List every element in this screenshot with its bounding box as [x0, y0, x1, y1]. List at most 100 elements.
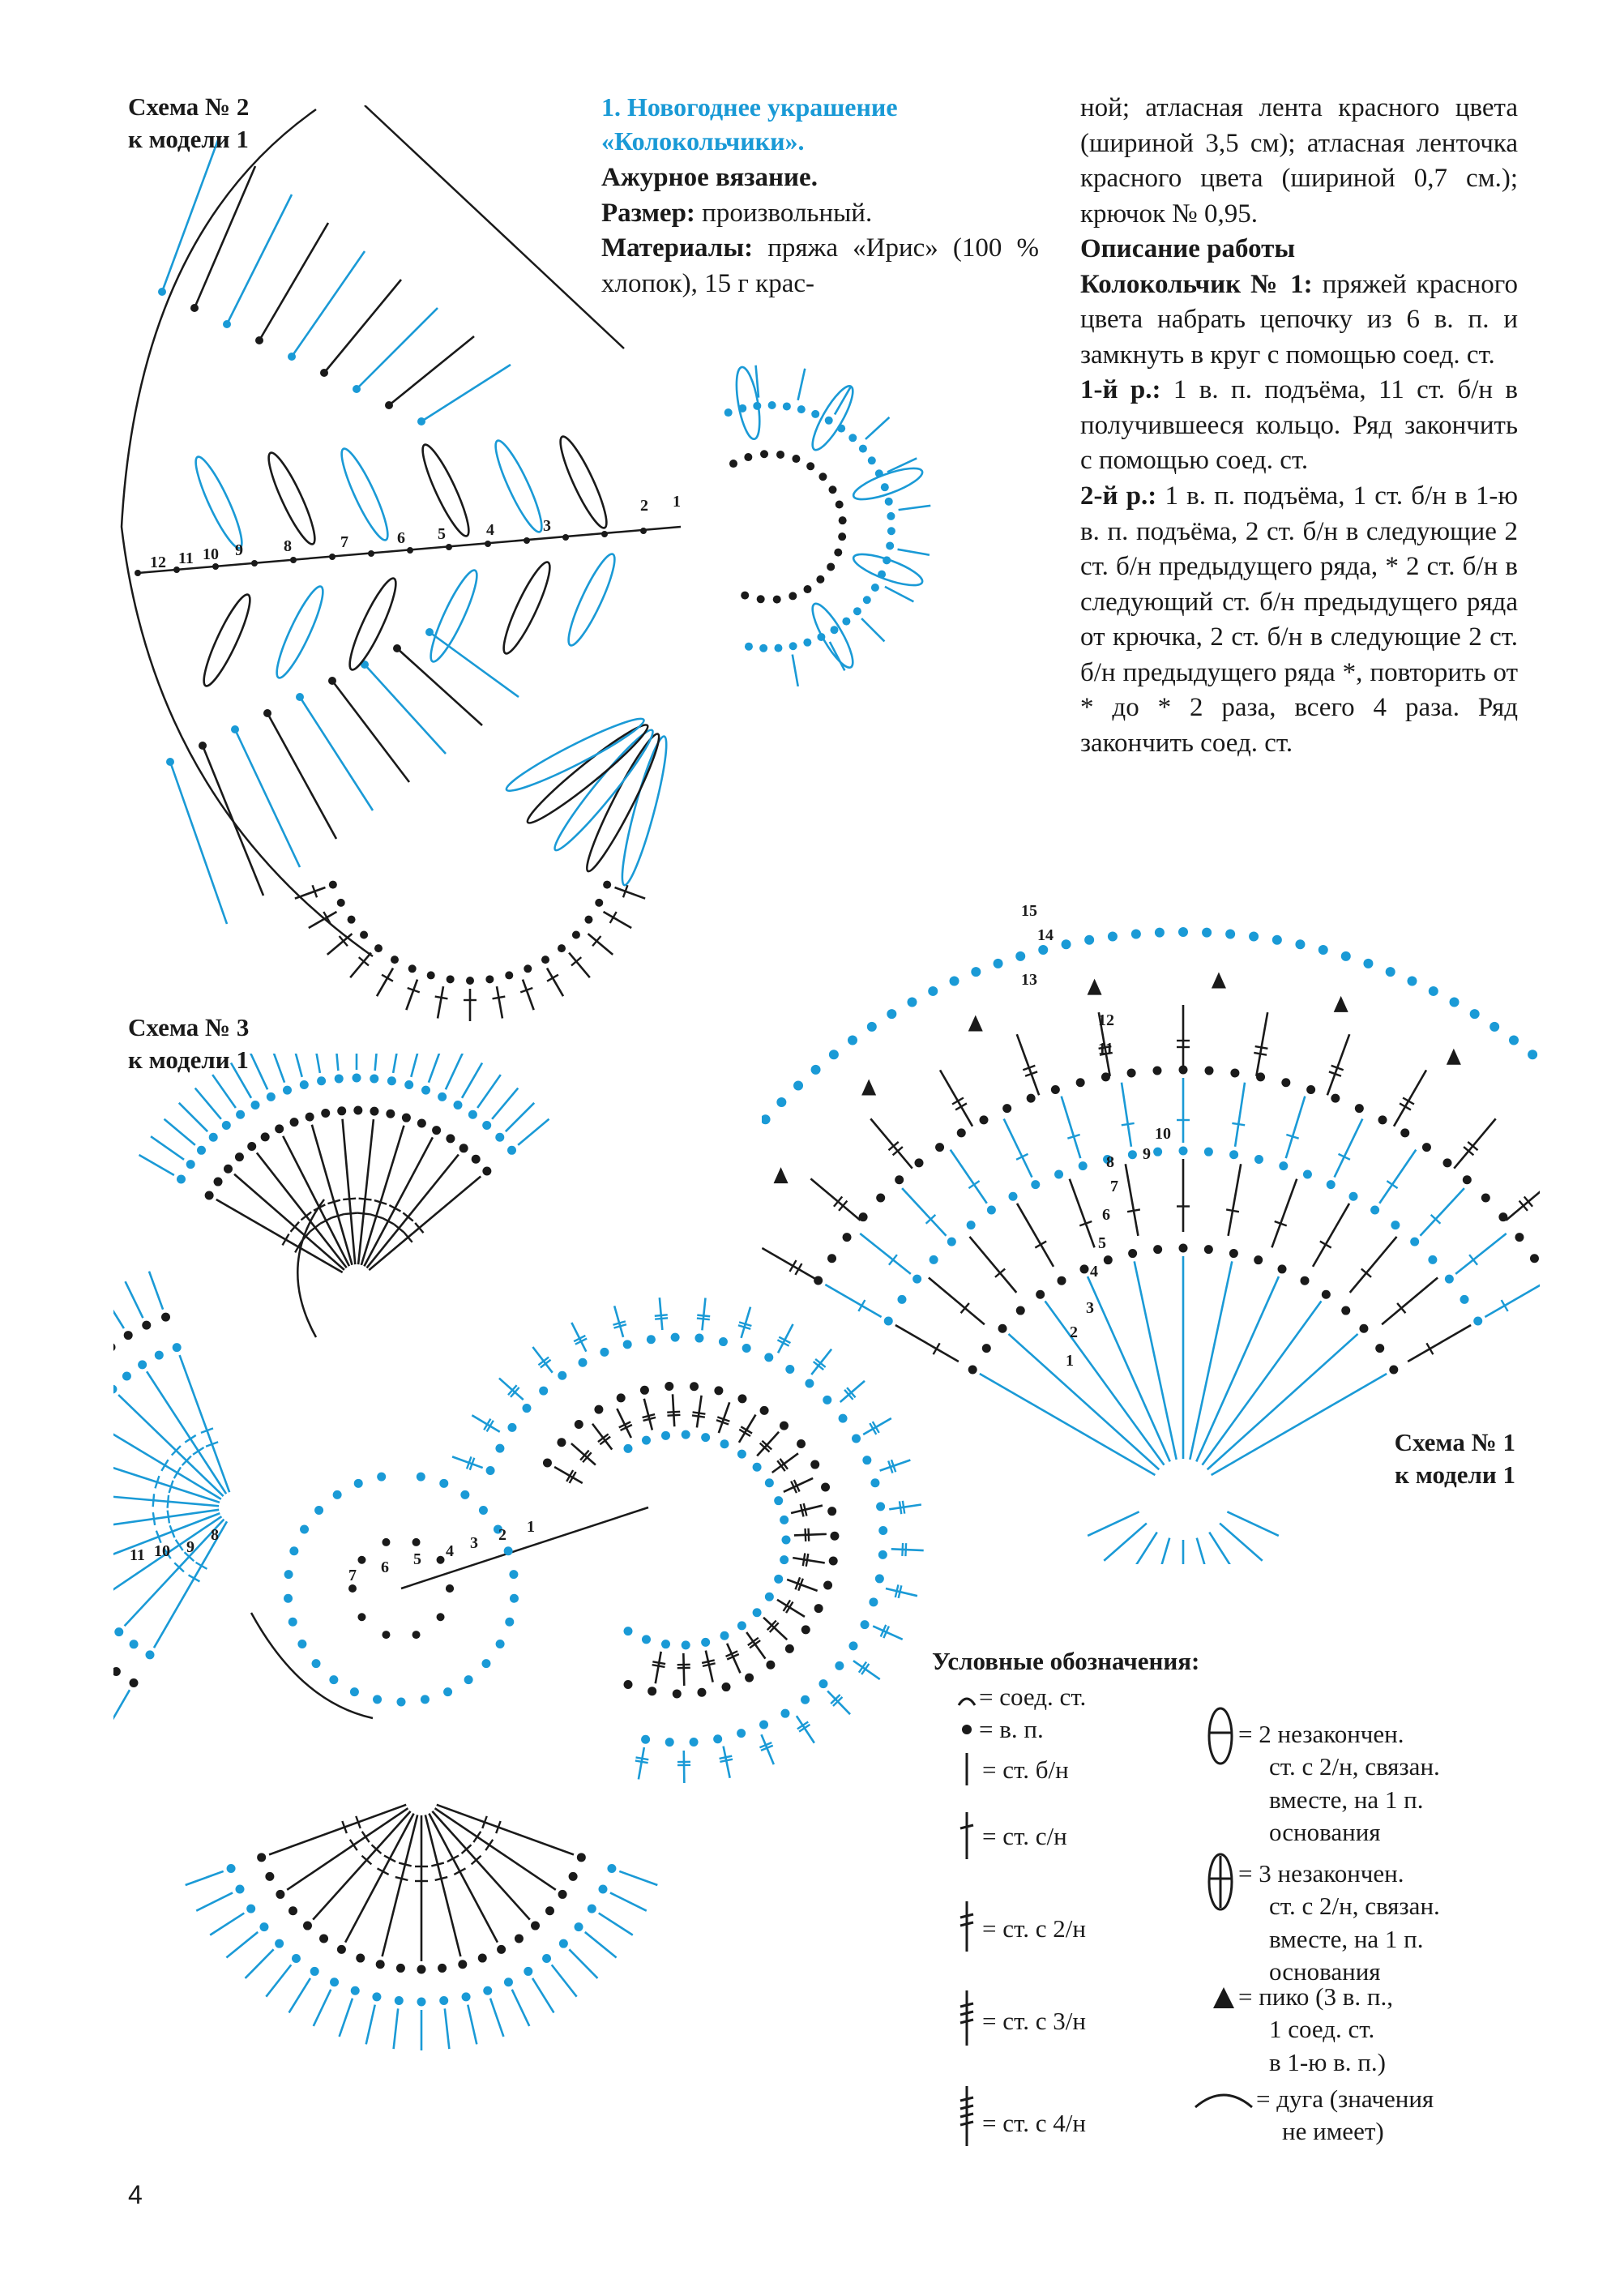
legend-cluster-3-line-4: основания — [1269, 1956, 1381, 1986]
chain-stitch — [531, 1921, 541, 1930]
stitch-line — [233, 729, 301, 868]
chain-stitch — [842, 617, 851, 626]
chain-stitch — [998, 1323, 1007, 1333]
spine-line — [400, 1506, 649, 1590]
stitch-line — [429, 631, 519, 699]
row-number: 11 — [130, 1546, 145, 1564]
chain-stitch — [1079, 1264, 1089, 1274]
double-crochet-icon — [959, 1812, 974, 1859]
size-value: произвольный. — [702, 198, 873, 228]
row-number: 1 — [527, 1518, 535, 1536]
chain-stitch — [838, 1413, 848, 1423]
stitch-line — [451, 1456, 484, 1469]
chain-stitch — [1101, 1072, 1110, 1082]
stitch-bar — [294, 1240, 303, 1254]
chain-stitch — [759, 1720, 769, 1729]
chain-stitch — [421, 1085, 431, 1095]
stitch-bar — [613, 1320, 626, 1326]
legend-picot: = пико (3 в. п., 1 соед. ст. в 1-ю в. п.… — [1238, 1981, 1393, 2079]
chain-stitch — [639, 1385, 649, 1395]
stitch-bar — [776, 1460, 786, 1472]
chain-stitch — [895, 1175, 904, 1185]
chain-stitch — [811, 409, 820, 418]
chain-stitch — [578, 1358, 588, 1367]
stitch-bar — [358, 1197, 372, 1201]
stitch-bar — [898, 1501, 903, 1515]
chain-stitch — [1127, 1150, 1137, 1160]
stitch-line — [1378, 1148, 1417, 1204]
stitch-bar — [566, 1469, 575, 1482]
stitch-bar — [789, 1259, 797, 1272]
chain-stitch — [1036, 1289, 1045, 1299]
row-2-label: 2-й р.: — [1080, 481, 1157, 511]
stitch-bar — [812, 1361, 824, 1370]
materials-paragraph: Материалы: пряжа «Ирис» (100 % хлопок), … — [601, 231, 1039, 301]
chain-stitch — [1061, 939, 1071, 950]
stitch-bar — [932, 1342, 941, 1355]
chain-stitch — [603, 880, 612, 889]
chain-stitch — [495, 1443, 505, 1453]
chain-stitch — [803, 585, 812, 594]
stitch-bar — [374, 1199, 387, 1205]
stitch-line — [1381, 1276, 1438, 1326]
chain-stitch — [878, 1550, 887, 1559]
chain-stitch — [558, 1939, 568, 1948]
stitch-line — [405, 979, 419, 1011]
chain-stitch — [329, 554, 336, 560]
stitch-bar — [376, 1867, 390, 1875]
row-number: 5 — [413, 1550, 421, 1568]
chain-stitch — [509, 1593, 519, 1603]
chain-stitch — [446, 544, 452, 550]
stitch-line — [571, 1322, 588, 1353]
chain-stitch — [1026, 1093, 1036, 1103]
chain-stitch — [887, 1009, 897, 1020]
chain-stitch — [558, 1370, 567, 1380]
chain-stitch — [505, 971, 514, 980]
stitch-bar — [1463, 1146, 1475, 1157]
chain-stitch — [584, 915, 593, 924]
chain-stitch — [866, 1021, 877, 1032]
stitch-line — [336, 1054, 340, 1071]
chain-stitch — [1178, 1146, 1188, 1156]
chain-stitch — [776, 450, 785, 459]
row-number: 4 — [446, 1542, 454, 1560]
chain-stitch — [393, 644, 401, 652]
stitch-bar — [761, 1439, 773, 1451]
stitch-line — [887, 457, 917, 473]
chain-stitch — [762, 1114, 771, 1125]
stitch-line — [1348, 1236, 1398, 1293]
stitch-line — [571, 1443, 596, 1466]
stitch-line — [434, 1807, 557, 1891]
stitch-bar — [183, 1551, 195, 1563]
chain-stitch — [858, 444, 867, 453]
scheme-3-caption-line-2: к модели 1 — [128, 1045, 249, 1075]
stitch-bar — [702, 1662, 716, 1668]
chain-stitch — [439, 1995, 449, 2005]
stitch-bar — [152, 1511, 156, 1526]
chain-stitch — [883, 1316, 893, 1326]
stitch-line — [145, 1370, 228, 1494]
stitch-bar — [309, 1222, 321, 1233]
stitch-bar — [790, 1481, 798, 1494]
chain-stitch — [713, 1734, 723, 1744]
legend-cluster-2-line-3: вместе, на 1 п. — [1269, 1785, 1424, 1814]
stitch-line — [637, 1747, 646, 1780]
stitch-line — [776, 1598, 806, 1618]
stitch-bar — [994, 1268, 1006, 1278]
stitch-bar — [1015, 1152, 1029, 1161]
chain-stitch — [370, 1074, 379, 1084]
stitch-bar — [887, 1254, 898, 1266]
stitch-line — [532, 1346, 553, 1374]
chain-stitch — [1363, 958, 1374, 968]
chain-stitch — [752, 1608, 762, 1618]
chain-stitch — [1031, 1180, 1041, 1190]
stitch-bar — [901, 1542, 904, 1556]
stitch-line — [1505, 1191, 1540, 1221]
chain-stitch — [320, 369, 328, 377]
stitch-bar — [465, 1456, 472, 1469]
stitch-bar — [622, 884, 629, 898]
chain-stitch — [1442, 1158, 1452, 1168]
row-number: 10 — [203, 545, 219, 563]
stitch-line — [793, 1556, 825, 1564]
chain-stitch — [781, 1535, 791, 1545]
